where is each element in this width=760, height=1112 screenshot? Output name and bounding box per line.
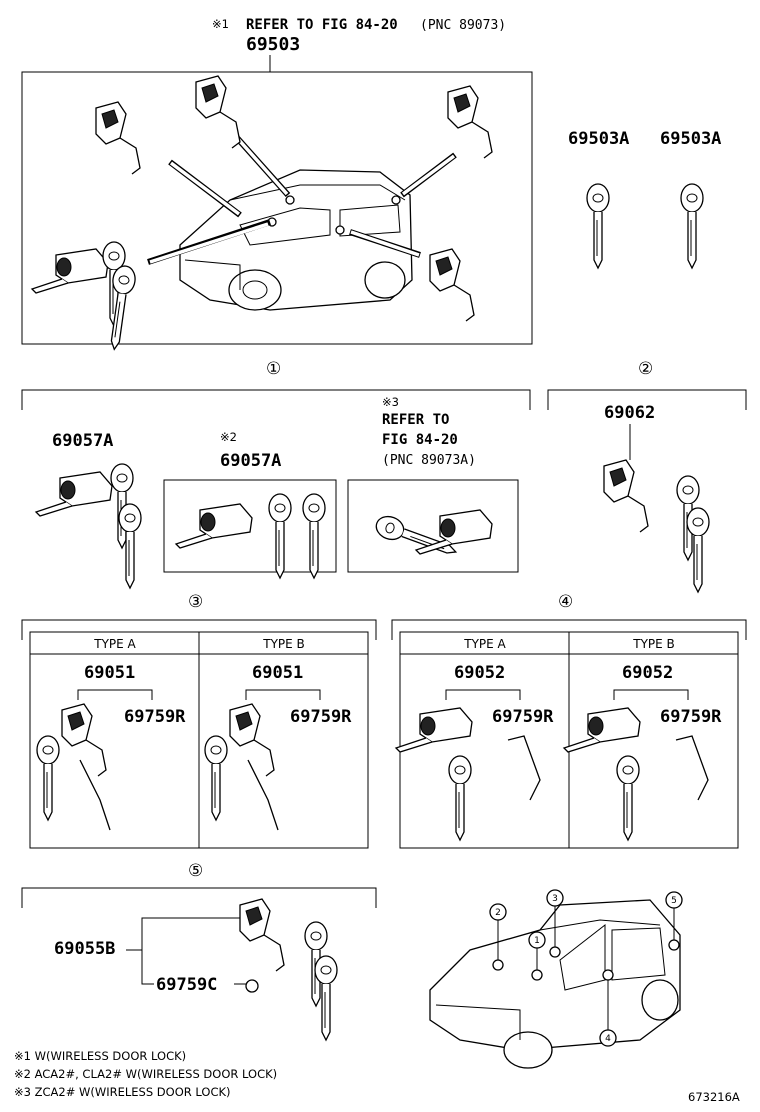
section3-type-a: TYPE A bbox=[93, 637, 136, 651]
group-circle-2: ② bbox=[638, 359, 653, 379]
key-part-right: 69503A bbox=[660, 129, 721, 149]
footnote-1: ※1 W(WIRELESS DOOR LOCK) bbox=[14, 1049, 186, 1063]
locator-label-4: 4 bbox=[605, 1034, 611, 1044]
group-circle-4: ④ bbox=[558, 592, 573, 612]
locator-callouts bbox=[489, 889, 683, 1047]
section4-a-sub: 69759R bbox=[492, 707, 554, 727]
header-refer-text: REFER TO FIG 84-20 bbox=[246, 17, 398, 33]
main-assembly-box bbox=[21, 71, 533, 345]
locator-label-1: 1 bbox=[534, 936, 540, 946]
section1-right-note: ※3 bbox=[382, 395, 399, 409]
section4-a-part: 69052 bbox=[454, 663, 505, 683]
header-note-mark: ※1 bbox=[212, 17, 229, 31]
section1-mid-note: ※2 bbox=[220, 430, 237, 444]
section3-b-sub: 69759R bbox=[290, 707, 352, 727]
locator-label-2: 2 bbox=[495, 908, 501, 918]
key-part-left: 69503A bbox=[568, 129, 629, 149]
section4-type-b: TYPE B bbox=[632, 637, 675, 651]
section1-right-ref2: FIG 84-20 bbox=[382, 432, 458, 448]
group-circle-3: ③ bbox=[188, 592, 203, 612]
group-circle-5: ⑤ bbox=[188, 861, 203, 881]
section3-a-part: 69051 bbox=[84, 663, 135, 683]
group-circle-1: ① bbox=[266, 359, 281, 379]
section1-right-ref1: REFER TO bbox=[382, 412, 449, 428]
footnote-3: ※3 ZCA2# W(WIRELESS DOOR LOCK) bbox=[14, 1085, 231, 1099]
section1-right-box bbox=[347, 479, 519, 573]
section4-b-part: 69052 bbox=[622, 663, 673, 683]
section4-b-sub: 69759R bbox=[660, 707, 722, 727]
section1-mid-part: 69057A bbox=[220, 451, 281, 471]
header-pnc-text: (PNC 89073) bbox=[420, 18, 506, 33]
section3-type-b: TYPE B bbox=[262, 637, 305, 651]
section5-part: 69055B bbox=[54, 939, 115, 959]
section3-a-sub: 69759R bbox=[124, 707, 186, 727]
locator-label-5: 5 bbox=[671, 896, 677, 906]
section1-right-pnc: (PNC 89073A) bbox=[382, 453, 476, 468]
section4-type-a: TYPE A bbox=[463, 637, 506, 651]
section2-part: 69062 bbox=[604, 403, 655, 423]
section5-sub: 69759C bbox=[156, 975, 217, 995]
diagram-id: 673216A bbox=[688, 1090, 740, 1104]
locator-label-3: 3 bbox=[552, 894, 558, 904]
main-part-number: 69503 bbox=[246, 34, 300, 55]
section1-left-part: 69057A bbox=[52, 431, 113, 451]
locator-vehicle bbox=[429, 899, 681, 1069]
section1-mid-box bbox=[163, 479, 337, 573]
footnote-2: ※2 ACA2#, CLA2# W(WIRELESS DOOR LOCK) bbox=[14, 1067, 277, 1081]
vehicle-illustration bbox=[147, 128, 457, 311]
section3-b-part: 69051 bbox=[252, 663, 303, 683]
